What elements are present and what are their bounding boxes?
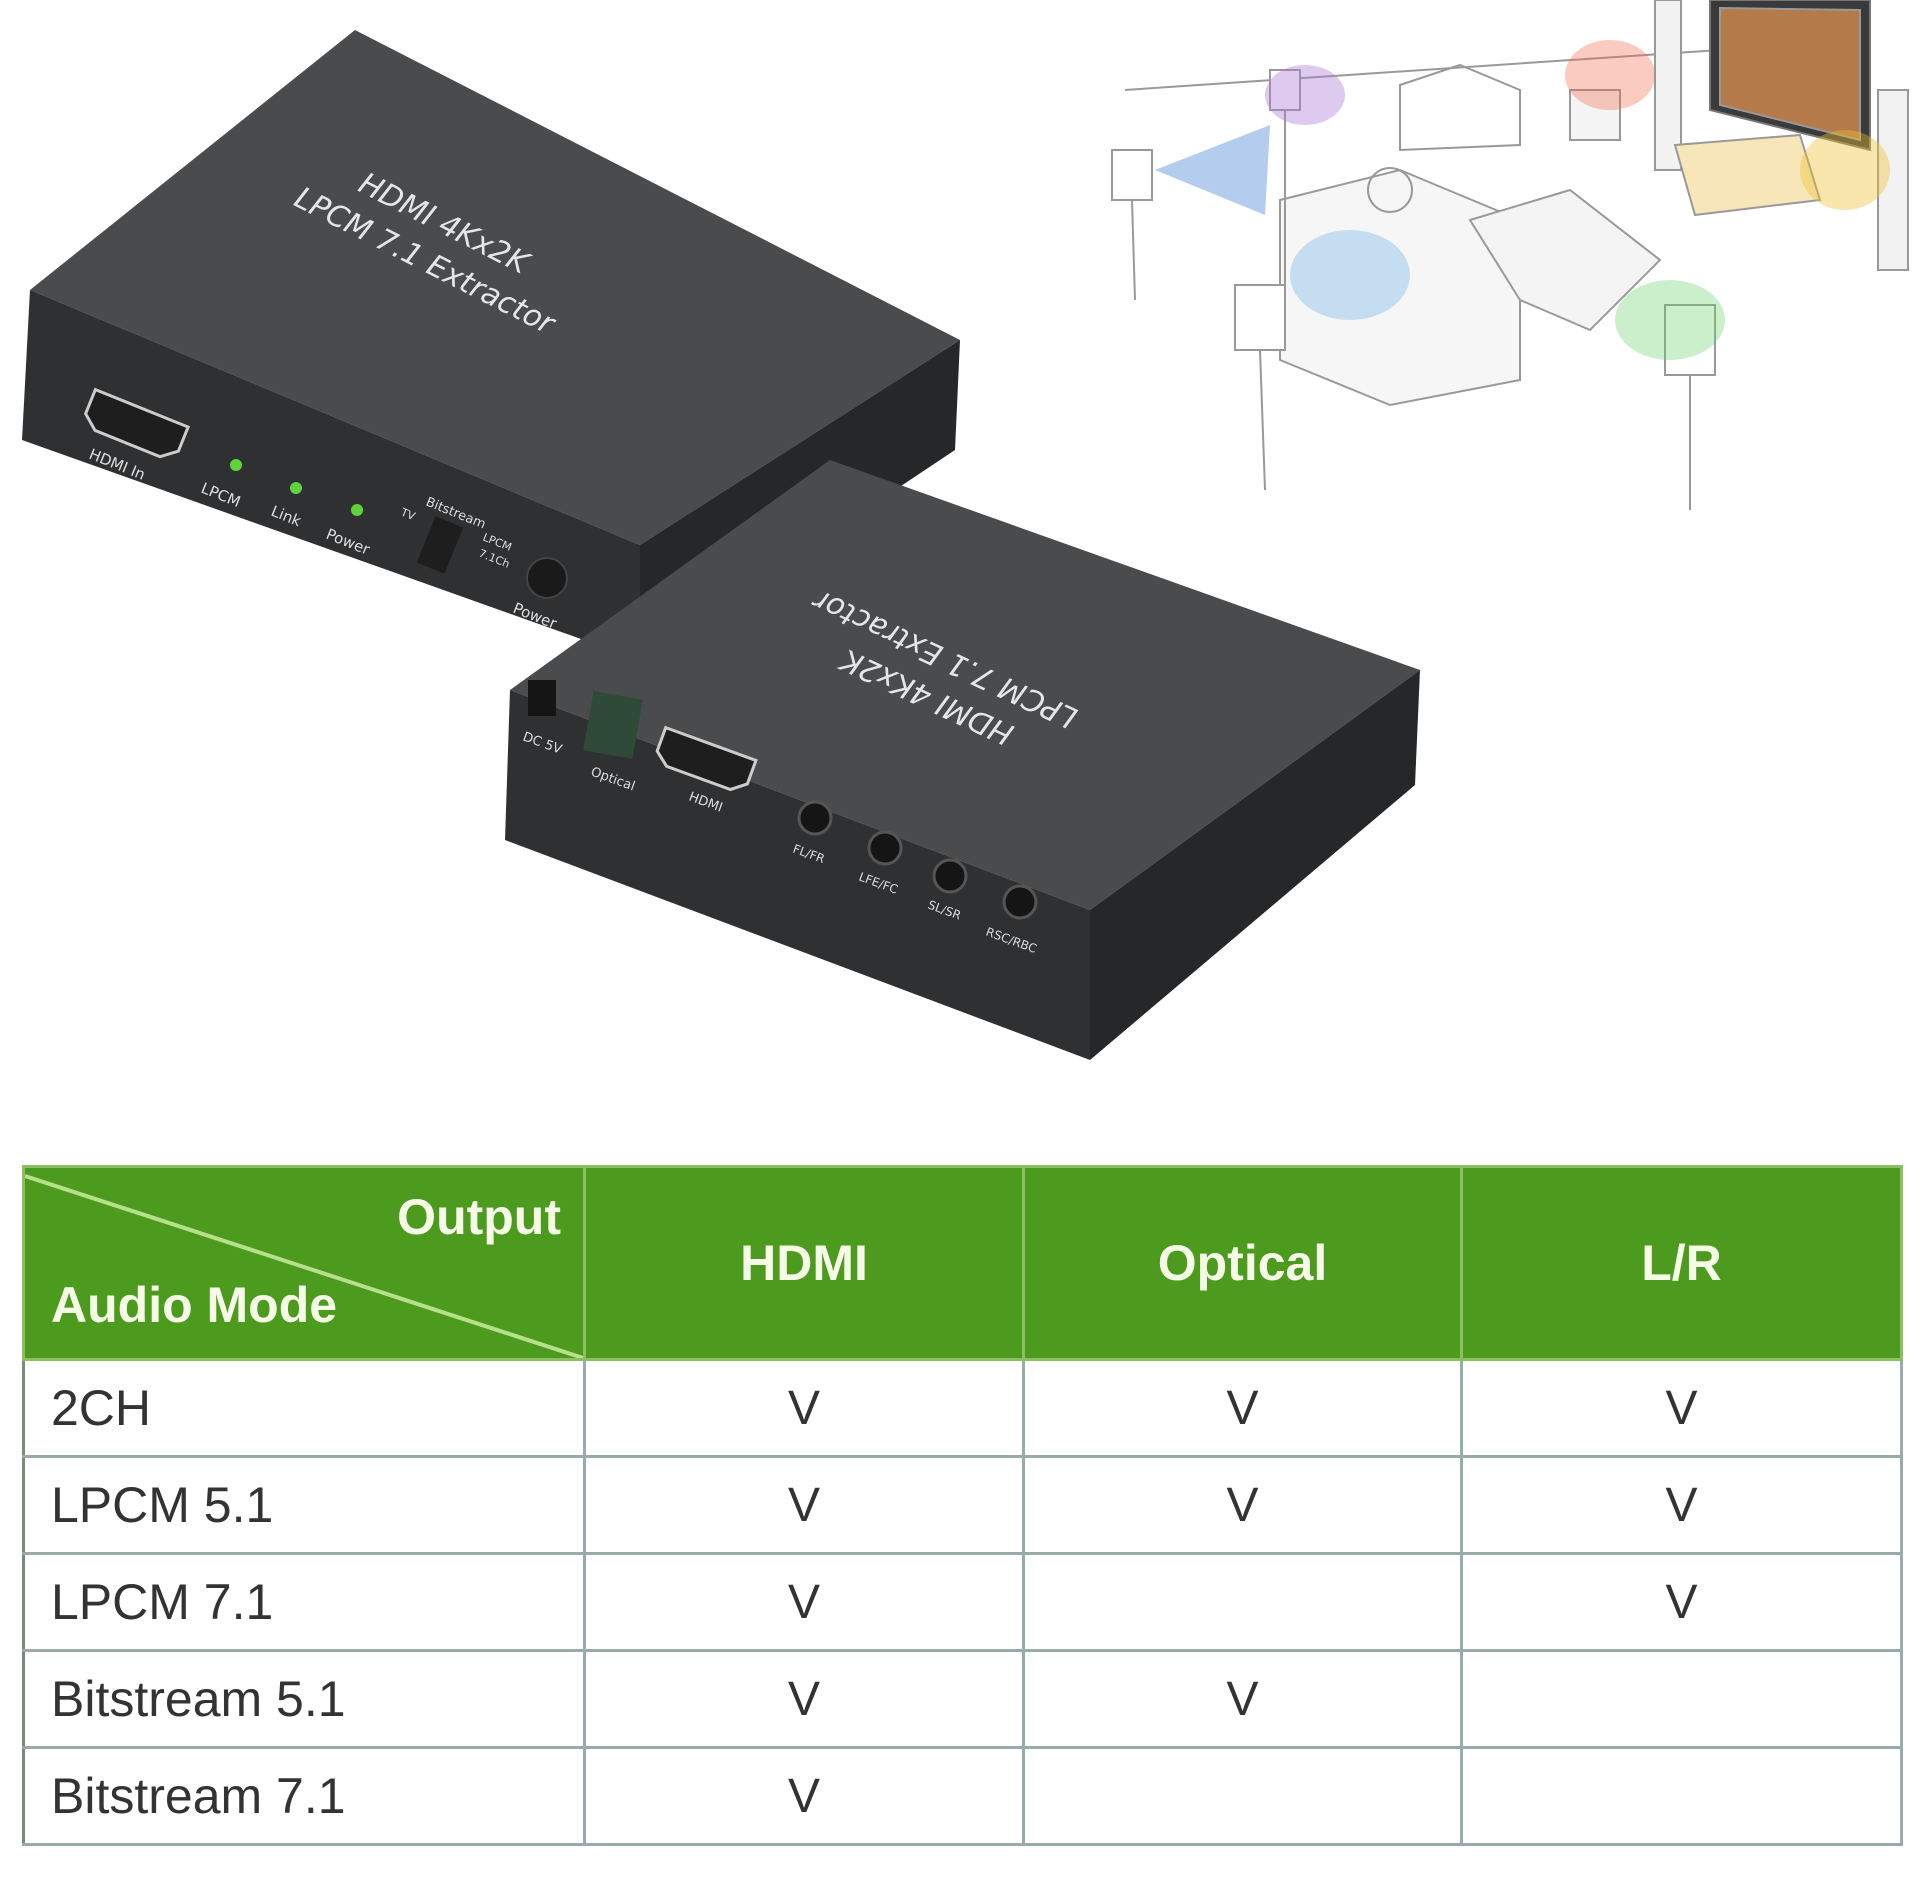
hdmi-in-port (83, 387, 191, 459)
bitstream-switch[interactable] (416, 516, 464, 574)
audio-mode-cell: Bitstream 5.1 (22, 1649, 586, 1749)
support-mark: V (1460, 1552, 1903, 1652)
table-row: 2CH V V V (22, 1358, 1903, 1458)
support-mark: V (1022, 1649, 1463, 1749)
column-header-hdmi: HDMI (583, 1165, 1025, 1361)
jack-sl-sr (932, 858, 968, 894)
led-power (351, 504, 363, 516)
audio-mode-cell: LPCM 5.1 (22, 1455, 586, 1555)
hdmi-out-port (655, 725, 758, 792)
support-mark: V (583, 1358, 1025, 1458)
dc-power-jack (528, 680, 556, 716)
corner-header: Output Audio Mode (22, 1165, 586, 1361)
support-mark: V (1460, 1455, 1903, 1555)
table-row: LPCM 5.1 V V V (22, 1455, 1903, 1555)
table-row: Bitstream 5.1 V V (22, 1649, 1903, 1749)
table-row: Bitstream 7.1 V (22, 1746, 1903, 1846)
support-mark (1022, 1552, 1463, 1652)
audio-mode-cell: Bitstream 7.1 (22, 1746, 586, 1846)
table-row: LPCM 7.1 V V (22, 1552, 1903, 1652)
power-button[interactable] (526, 557, 568, 599)
led-lpcm (230, 459, 242, 471)
support-mark (1022, 1746, 1463, 1846)
extractor-rear-view: HDMI 4Kx2K LPCM 7.1 Extractor DC 5V Opti… (505, 460, 1420, 1060)
diagonal-divider (25, 1174, 583, 1358)
support-mark: V (583, 1455, 1025, 1555)
optical-port (583, 691, 643, 759)
support-mark: V (1022, 1358, 1463, 1458)
support-mark (1460, 1649, 1903, 1749)
support-mark: V (583, 1552, 1025, 1652)
audio-mode-cell: LPCM 7.1 (22, 1552, 586, 1652)
audio-output-table: Output Audio Mode HDMI Optical L/R 2CH V… (22, 1165, 1903, 1846)
column-header-optical: Optical (1022, 1165, 1463, 1361)
switch-left-label: TV (398, 505, 417, 523)
support-mark: V (583, 1746, 1025, 1846)
corner-output-label: Output (397, 1189, 561, 1245)
led-link (290, 482, 302, 494)
table-header-row: Output Audio Mode HDMI Optical L/R (22, 1165, 1903, 1361)
jack-fl-fr (797, 800, 833, 836)
support-mark: V (1460, 1358, 1903, 1458)
support-mark: V (583, 1649, 1025, 1749)
support-mark (1460, 1746, 1903, 1846)
support-mark: V (1022, 1455, 1463, 1555)
jack-lfe-fc (867, 830, 903, 866)
audio-mode-cell: 2CH (22, 1358, 586, 1458)
corner-audio-mode-label: Audio Mode (51, 1277, 338, 1333)
home-theater-illustration (1111, 0, 1909, 510)
column-header-lr: L/R (1460, 1165, 1903, 1361)
jack-rsc-rbc (1002, 884, 1038, 920)
